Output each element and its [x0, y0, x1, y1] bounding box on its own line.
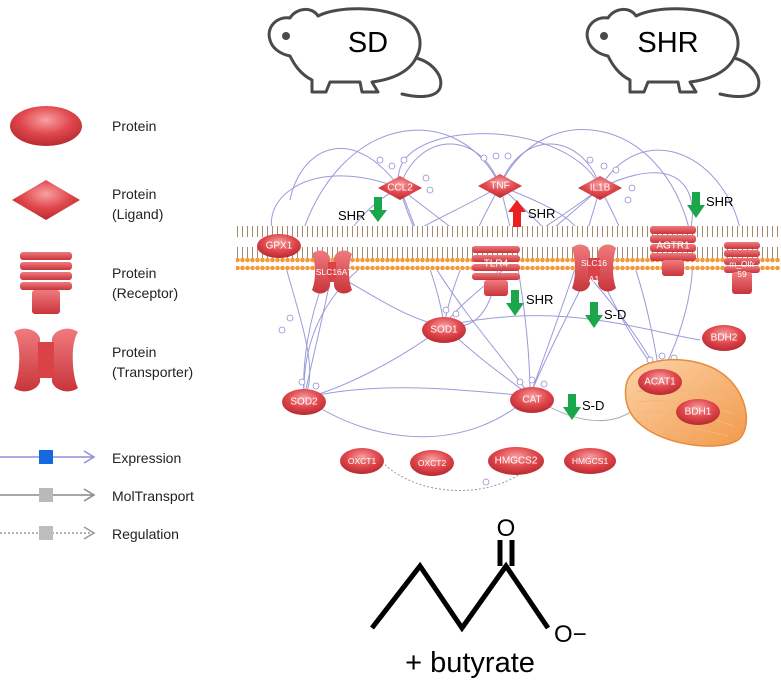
legend-protein-label: Protein	[112, 118, 156, 134]
node-slc16a7-label: SLC16A7	[316, 267, 353, 277]
node-bdh2-label: BDH2	[711, 333, 738, 344]
node-agtr1-label: AGTR1	[656, 241, 690, 252]
legend-ligand-line1: Protein	[112, 186, 156, 202]
node-gpx1-label: GPX1	[266, 241, 293, 252]
node-bdh1: BDH1	[676, 399, 720, 425]
node-oxct2-label: OXCT2	[418, 458, 447, 468]
node-il1b-label: IL1B	[590, 183, 611, 194]
node-olfr59-label-line2: 59	[737, 269, 747, 279]
up-arrow-tnf	[508, 200, 526, 227]
down-arrow-tlr4	[506, 290, 524, 316]
node-oxct1-label: OXCT1	[348, 456, 377, 466]
node-bdh1-label: BDH1	[685, 407, 712, 418]
butyrate-caption: + butyrate	[405, 647, 535, 679]
legend-receptor-line2: (Receptor)	[112, 285, 178, 301]
legend-transporter-icon	[14, 328, 78, 392]
rat-shr-illustration	[585, 7, 761, 98]
legend-protein-icon	[10, 106, 82, 146]
legend-receptor-line1: Protein	[112, 265, 156, 281]
node-il1b: IL1B	[578, 176, 622, 200]
node-cat-label: CAT	[522, 395, 541, 406]
node-sod2: SOD2	[282, 389, 326, 415]
node-slc16a7: SLC16A7	[312, 250, 353, 294]
rat-sd-illustration	[267, 7, 443, 98]
legend-ligand-label: Protein (Ligand)	[112, 186, 163, 222]
legend-transporter-line2: (Transporter)	[112, 364, 193, 380]
node-sod2-label: SOD2	[290, 397, 318, 408]
rat-sd-label: SD	[348, 27, 388, 59]
edge-connectors	[278, 152, 678, 486]
rat-shr-label: SHR	[637, 27, 698, 59]
legend-expression-arrow	[0, 450, 96, 464]
node-slc16a1-label-line1: SLC16	[581, 258, 607, 268]
annotation-ccl2: SHR	[338, 208, 365, 223]
node-tlr4-label: TLR4	[484, 259, 509, 270]
down-arrow-cat	[563, 394, 581, 420]
node-gpx1: GPX1	[257, 234, 301, 258]
down-arrow-ccl2	[369, 197, 387, 222]
legend-moltransport-arrow	[0, 488, 96, 502]
node-agtr1: AGTR1	[650, 226, 696, 276]
legend-transporter-line1: Protein	[112, 344, 156, 360]
butyrate-anion: O−	[554, 621, 587, 648]
annotation-agtr1: SHR	[706, 194, 733, 209]
node-sod1-label: SOD1	[430, 325, 458, 336]
legend-ligand-icon	[12, 180, 80, 220]
node-acat1-label: ACAT1	[644, 377, 676, 388]
butyrate-structure	[370, 540, 551, 633]
node-acat1: ACAT1	[638, 369, 682, 395]
node-tlr4: TLR4	[472, 246, 520, 296]
annotation-cat: S-D	[582, 398, 604, 413]
node-slc16a1-label-line2: A1	[589, 274, 600, 284]
legend-receptor-icon	[20, 252, 72, 314]
node-oxct2: OXCT2	[410, 450, 454, 476]
node-olfr59-label-line1: m_Olfr	[729, 259, 755, 269]
annotation-slc16a1: S-D	[604, 307, 626, 322]
down-arrow-slc16a1	[585, 302, 603, 328]
legend-transporter-label: Protein (Transporter)	[112, 344, 193, 380]
node-olfr59: m_Olfr 59	[724, 242, 760, 294]
node-ccl2: CCL2	[378, 176, 422, 200]
node-tnf-label: TNF	[490, 181, 509, 192]
node-sod1: SOD1	[422, 317, 466, 343]
butyrate-oxygen: O	[497, 515, 516, 542]
node-hmgcs1-label: HMGCS1	[572, 456, 609, 466]
node-hmgcs2-label: HMGCS2	[495, 456, 538, 467]
node-cat: CAT	[510, 387, 554, 413]
down-arrow-agtr1	[687, 192, 705, 218]
legend-regulation-label: Regulation	[112, 526, 179, 542]
legend-regulation-arrow	[0, 526, 96, 540]
node-slc16a1: SLC16 A1	[572, 244, 616, 292]
node-ccl2-label: CCL2	[387, 183, 413, 194]
legend: Protein Protein (Ligand) Protein (Recept…	[0, 106, 194, 542]
annotation-tnf: SHR	[528, 206, 555, 221]
legend-ligand-line2: (Ligand)	[112, 206, 163, 222]
node-tnf: TNF	[478, 174, 522, 198]
legend-moltransport-label: MolTransport	[112, 488, 194, 504]
node-hmgcs1: HMGCS1	[564, 448, 616, 474]
node-bdh2: BDH2	[702, 325, 746, 351]
node-hmgcs2: HMGCS2	[488, 447, 544, 475]
node-oxct1: OXCT1	[340, 448, 384, 474]
legend-expression-label: Expression	[112, 450, 181, 466]
legend-receptor-label: Protein (Receptor)	[112, 265, 178, 301]
annotation-tlr4: SHR	[526, 292, 553, 307]
